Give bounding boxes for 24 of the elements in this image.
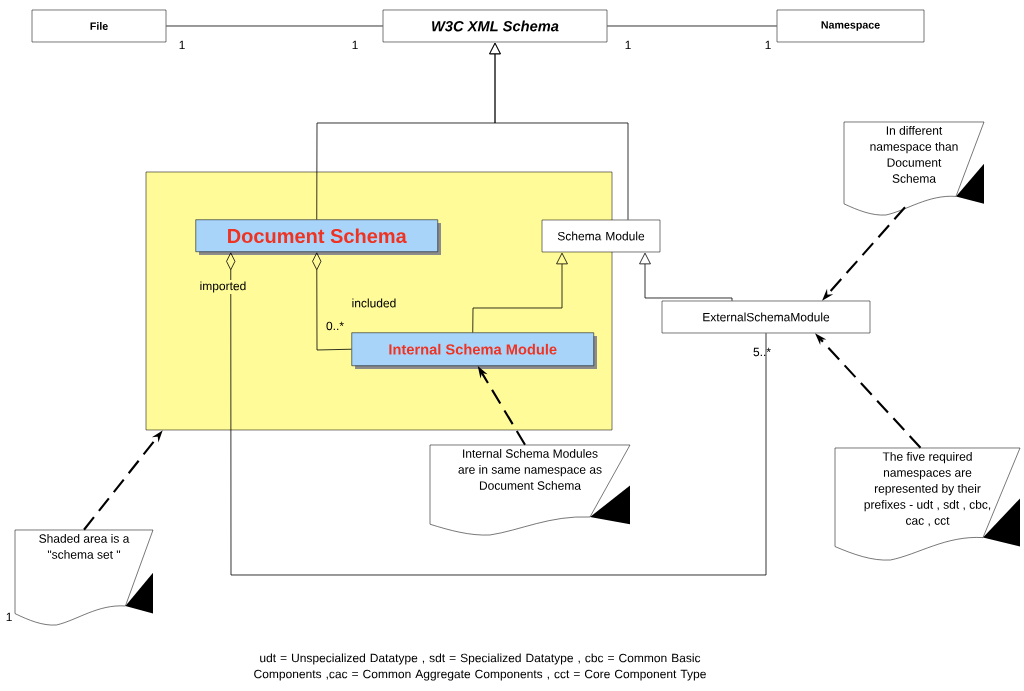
aggregation-line [226, 252, 767, 576]
arrow [639, 252, 733, 302]
multiplicity-label: 1 [179, 40, 185, 50]
footnote-text: udt = Unspecialized Datatype , sdt = Specialized Datatype , cbc = Common Basic Components ,cac = Common Aggregate Components , cct = Core Component Type [254, 653, 706, 681]
association-line [165, 25, 384, 27]
number-label: 1 [6, 612, 12, 622]
aggregation-line [312, 252, 352, 351]
multiplicity-label: 5..* [753, 347, 771, 357]
class-box: Schema Module [541, 219, 661, 253]
edge-label: included [350, 297, 398, 309]
arrow [489, 42, 629, 221]
class-box: File [31, 9, 167, 43]
class-box: ExternalSchemaModule [661, 300, 871, 334]
multiplicity-label: 1 [765, 40, 771, 50]
class-box: Internal Schema Module [351, 332, 597, 369]
class-box: W3C XML Schema [382, 9, 608, 43]
edge-label: imported [198, 280, 248, 294]
multiplicity-label: 0..* [326, 321, 344, 331]
class-box: Document Schema [195, 219, 441, 255]
arrow [472, 252, 568, 333]
multiplicity-label: 1 [625, 40, 631, 50]
association-line [606, 25, 778, 27]
multiplicity-label: 1 [352, 40, 358, 50]
class-box: Namespace [776, 9, 925, 43]
